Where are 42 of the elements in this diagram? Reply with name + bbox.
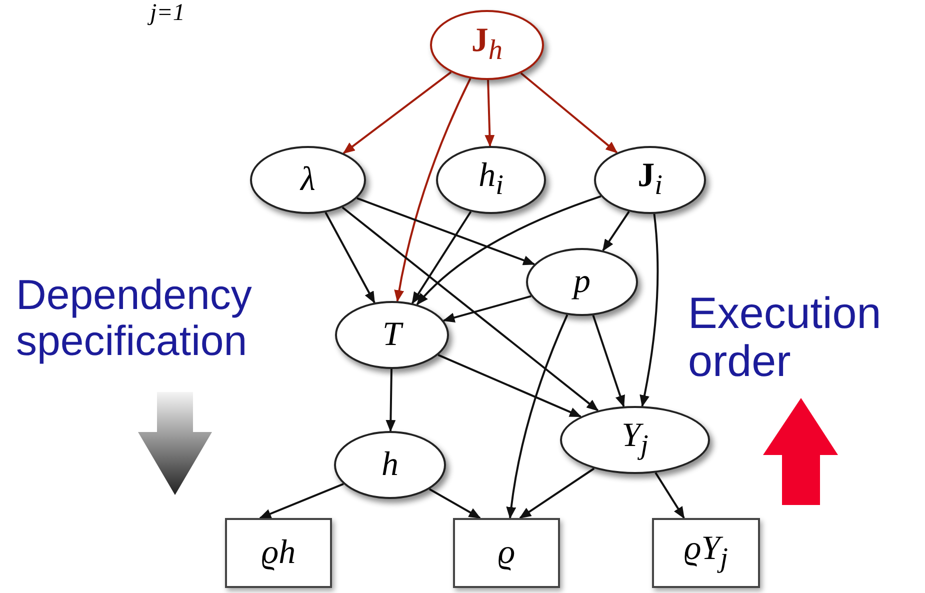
arrow <box>592 315 625 408</box>
variable-label: Y$_{j}$ <box>622 419 648 461</box>
arrow <box>654 472 685 519</box>
variable-label: ϱh <box>261 536 296 570</box>
variable-label: J$_{h}$ <box>471 24 503 66</box>
arrow <box>324 212 376 304</box>
variable-label: ϱ <box>498 536 516 570</box>
arrow <box>640 214 659 408</box>
variable-ellipse <box>526 248 638 316</box>
arrow <box>356 197 536 266</box>
arrow <box>259 483 344 519</box>
arrow <box>394 78 472 302</box>
arrow <box>520 72 618 154</box>
arrow <box>519 468 595 519</box>
arrow <box>342 71 452 154</box>
arrow <box>428 488 481 519</box>
arrow <box>506 314 568 519</box>
variable-label: p <box>574 265 590 299</box>
variable-ellipse <box>335 301 449 369</box>
arrow <box>442 295 532 322</box>
arrow <box>416 195 602 306</box>
arrow <box>386 368 396 432</box>
annotation-text: Execution order <box>688 290 882 387</box>
variable-label: J$_{i}$ <box>638 159 662 201</box>
variable-ellipse <box>334 431 446 499</box>
output-box <box>225 518 332 588</box>
variable-ellipse <box>594 146 706 214</box>
variable-label: ϱY$_{j}$ <box>684 532 728 574</box>
variable-label: λ <box>300 163 316 197</box>
annotation-text: Dependency specification <box>16 272 253 364</box>
arrow <box>342 206 599 412</box>
variable-ellipse <box>436 146 546 214</box>
formula-fragment: j=1 <box>150 0 185 26</box>
output-box <box>453 518 560 588</box>
arrow <box>484 80 495 147</box>
variable-ellipse <box>250 146 366 214</box>
variable-label: T <box>382 318 402 352</box>
variable-label: h <box>382 448 398 482</box>
output-box <box>652 518 760 588</box>
arrow <box>438 354 582 418</box>
variable-ellipse <box>560 406 710 474</box>
variable-label: h$_{i}$ <box>478 159 504 201</box>
